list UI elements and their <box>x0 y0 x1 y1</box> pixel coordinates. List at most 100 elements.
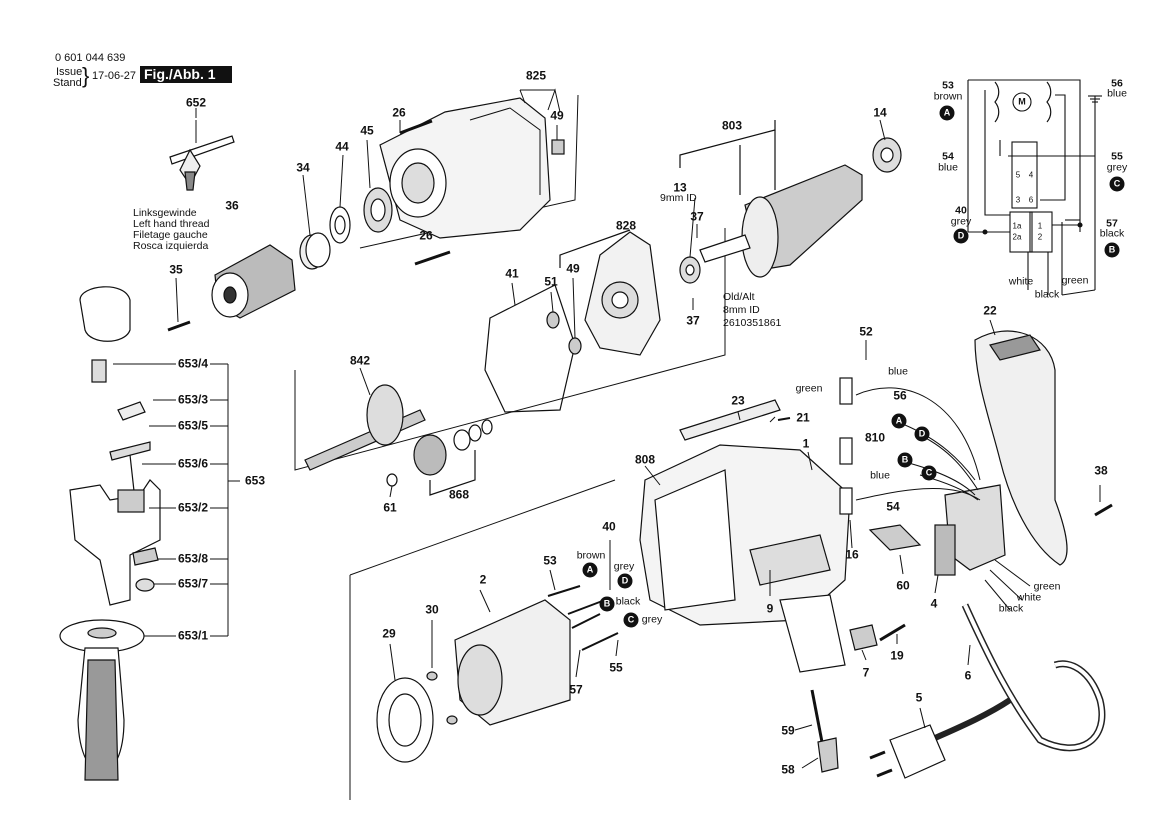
part-label-41: 41 <box>505 266 519 281</box>
part-label-56: 56 <box>893 388 907 403</box>
part-label-653-6: 653/6 <box>175 456 211 471</box>
part-label-653-7: 653/7 <box>175 576 211 591</box>
figure-label: Fig./Abb. 1 <box>140 66 232 83</box>
part-label-55: 55 <box>609 660 623 675</box>
wire-grey-a: grey <box>613 560 635 573</box>
part-label-828: 828 <box>615 218 637 233</box>
marker-d-switch: D <box>914 426 930 442</box>
switch-brushes-drawing <box>777 377 1006 651</box>
part-label-868: 868 <box>448 487 470 502</box>
issue-label: Issue <box>56 66 83 78</box>
bearings-left-drawing <box>299 187 393 270</box>
part-label-5: 5 <box>915 690 923 705</box>
part-label-23: 23 <box>731 393 745 408</box>
marker-c-grey: C <box>623 612 639 628</box>
schematic-label-57: 57 <box>1106 217 1118 230</box>
part-label-19: 19 <box>890 648 904 663</box>
marker-a-brown: A <box>582 562 598 578</box>
terminal-1a: 1a <box>1012 221 1022 231</box>
schematic-blue-54: blue <box>938 161 958 174</box>
schematic-grey-55: grey <box>1106 161 1128 174</box>
schematic-label-54: 54 <box>942 150 954 163</box>
terminal-2a: 2a <box>1012 232 1022 242</box>
part-label-22: 22 <box>983 303 997 318</box>
part-label-808: 808 <box>634 452 656 467</box>
wire-grey-b: grey <box>641 613 663 626</box>
terminal-2: 2 <box>1037 232 1043 242</box>
schematic-marker-b: B <box>1104 242 1120 258</box>
cord-plug-drawing <box>869 603 1106 779</box>
part-label-49a: 49 <box>550 108 564 123</box>
part-label-803: 803 <box>721 118 743 133</box>
part-label-54: 54 <box>886 499 900 514</box>
leader-lines <box>175 88 1101 769</box>
part-label-37a: 37 <box>690 209 704 224</box>
wire-blue-top: blue <box>888 365 908 378</box>
stand-label: Stand <box>53 77 82 89</box>
chuck-drawing <box>167 244 296 332</box>
switch-contact-5: 5 <box>1015 170 1021 180</box>
field-stator-drawing <box>376 599 571 763</box>
part-label-810: 810 <box>864 430 886 445</box>
part-label-51: 51 <box>544 274 558 289</box>
thread-note-fr: Filetage gauche <box>133 229 208 241</box>
part-label-652: 652 <box>185 95 207 110</box>
schematic-grey-40: grey <box>950 215 972 228</box>
thread-note-de: Linksgewinde <box>133 207 197 219</box>
part-label-36: 36 <box>225 198 239 213</box>
old-part-note: 2610351861 <box>723 317 782 329</box>
part-label-38: 38 <box>1094 463 1108 478</box>
part-label-653-3: 653/3 <box>175 392 211 407</box>
part-label-35: 35 <box>169 262 183 277</box>
part-label-40: 40 <box>602 519 616 534</box>
wire-brown: brown <box>576 549 606 562</box>
part-label-26a: 26 <box>392 105 406 120</box>
part-label-6: 6 <box>964 668 972 683</box>
part-label-37b: 37 <box>686 313 700 328</box>
bearing-id-note: 9mm ID <box>660 192 697 204</box>
part-label-825: 825 <box>525 68 547 83</box>
part-label-49b: 49 <box>566 261 580 276</box>
wire-blue-mid: blue <box>870 469 890 482</box>
marker-a-switch: A <box>891 413 907 429</box>
terminal-1: 1 <box>1037 221 1043 231</box>
part-label-30: 30 <box>425 602 439 617</box>
bearing-cover-drawing <box>484 229 661 413</box>
part-label-7: 7 <box>862 665 870 680</box>
schematic-blue-56: blue <box>1107 87 1127 100</box>
part-label-58: 58 <box>781 762 795 777</box>
terminal-wires-drawing <box>547 585 619 651</box>
part-label-61: 61 <box>383 500 397 515</box>
spindle-gears-drawing <box>304 384 493 496</box>
schematic-marker-a: A <box>939 105 955 121</box>
old-id-note: 8mm ID <box>723 304 760 316</box>
part-label-653-2: 653/2 <box>175 500 211 515</box>
wire-green-switch: green <box>1033 580 1061 593</box>
part-label-842: 842 <box>349 353 371 368</box>
thread-note-en: Left hand thread <box>133 218 210 230</box>
part-label-53: 53 <box>543 553 557 568</box>
wire-green-top: green <box>795 382 823 395</box>
schematic-label-40: 40 <box>955 204 967 217</box>
chuck-key-drawing <box>169 120 235 191</box>
part-label-21: 21 <box>796 410 810 425</box>
issue-date: 17-06-27 <box>92 70 137 82</box>
part-label-29: 29 <box>382 626 396 641</box>
schematic-label-56: 56 <box>1111 77 1123 90</box>
part-label-653-5: 653/5 <box>175 418 211 433</box>
part-label-653-1: 653/1 <box>175 628 211 643</box>
switch-contact-3: 3 <box>1015 195 1021 205</box>
schematic-marker-c: C <box>1109 176 1125 192</box>
marker-b-switch: B <box>897 452 913 468</box>
marker-c-switch: C <box>921 465 937 481</box>
thread-note-es: Rosca izquierda <box>133 240 209 252</box>
part-number: 0 601 044 639 <box>55 52 126 64</box>
part-label-653-8: 653/8 <box>175 551 211 566</box>
schematic-black: black <box>1034 288 1060 301</box>
part-label-60: 60 <box>896 578 910 593</box>
schematic-marker-d: D <box>953 228 969 244</box>
part-label-44: 44 <box>335 139 349 154</box>
part-label-653-4: 653/4 <box>175 356 211 371</box>
